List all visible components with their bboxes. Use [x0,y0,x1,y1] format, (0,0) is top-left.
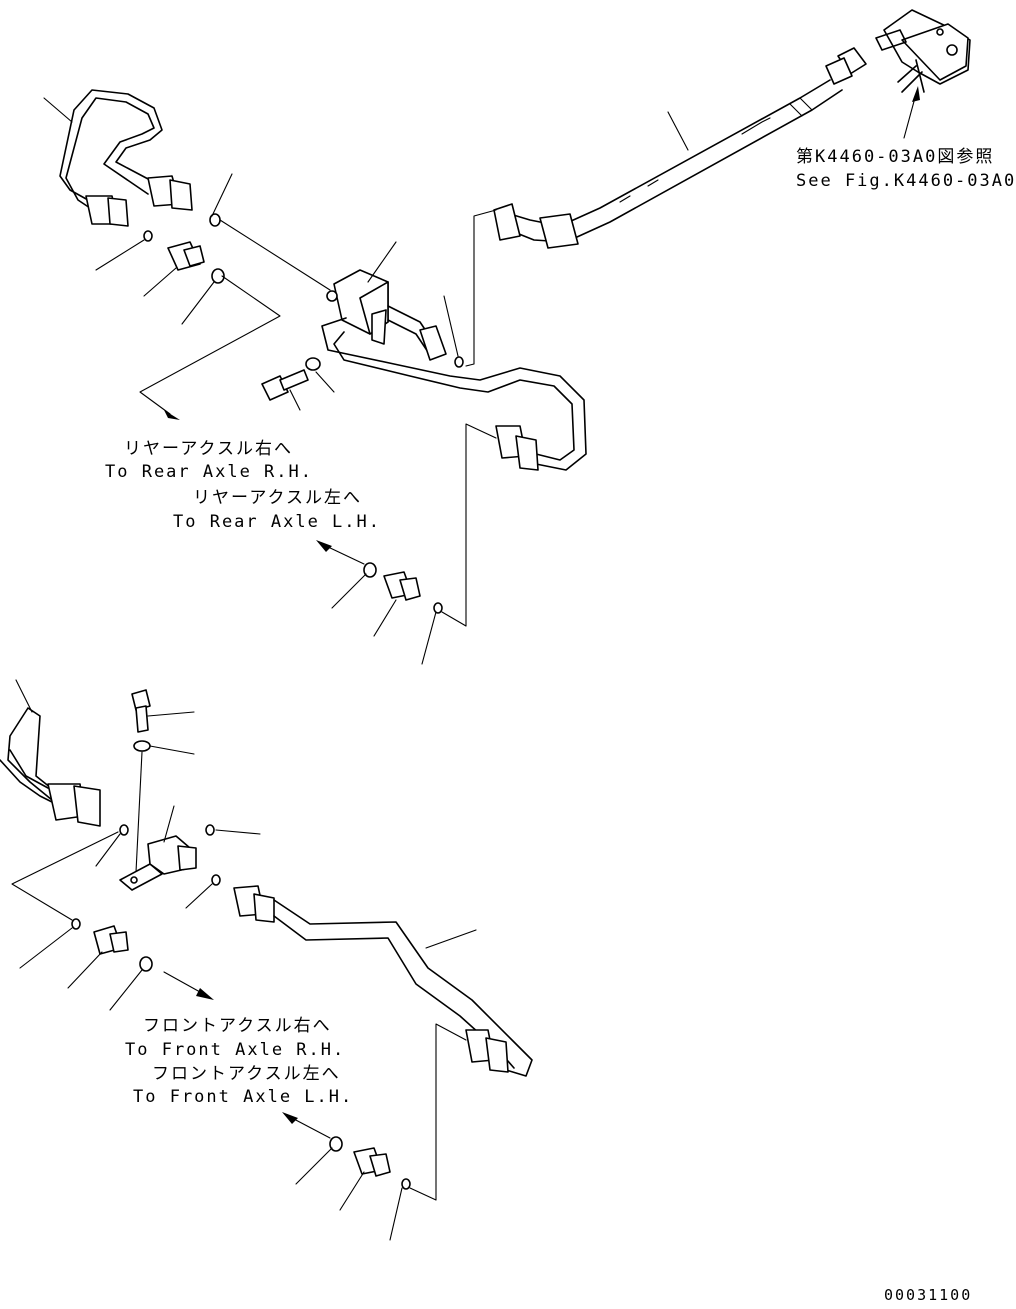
front-axle-rh-label-en: To Front Axle R.H. [125,1040,346,1060]
connection-line [409,1023,467,1201]
leader-line [215,829,261,835]
connection-line [291,1117,331,1139]
o-ring [143,230,153,242]
leader-line [443,295,459,357]
rear-tube-loop [59,89,193,227]
o-ring [454,356,464,368]
washer [133,740,151,752]
adapter-fitting [167,241,205,271]
arrowhead [164,410,180,420]
o-ring [433,602,443,614]
connection-line [139,275,281,415]
rear-tube-right [321,317,587,471]
drawing-number: 00031100 [884,1286,973,1304]
leader-line [95,833,121,867]
tee-block [119,835,197,891]
leader-line [339,1171,365,1211]
front-axle-lh-label-en: To Front Axle L.H. [133,1087,354,1107]
connection-line [11,831,119,921]
o-ring [329,1136,343,1152]
connection-line [163,971,201,993]
leader-line [211,173,233,217]
front-tube-right [233,885,533,1077]
leader-line [19,927,73,969]
leader-line [143,267,177,297]
o-ring [71,918,81,930]
adapter-fitting [353,1147,391,1177]
manifold-block [326,269,447,361]
leader-line [331,573,367,609]
connection-line [465,209,497,367]
leader-line [147,711,195,717]
connection-line [135,751,143,873]
o-ring [211,268,225,284]
leader-line [389,1187,403,1241]
leader-line [163,805,175,843]
leader-line [367,241,397,283]
o-ring [205,824,215,836]
arrowhead [196,988,214,1000]
arrowhead [316,540,332,552]
washer [305,357,321,371]
o-ring [401,1178,411,1190]
leader-line [373,599,397,637]
leader-line [185,883,213,909]
leader-line [15,679,33,713]
leader-line [109,969,143,1011]
leader-line [425,929,477,949]
reference-figure-label-en: See Fig.K4460-03A0 [796,171,1016,191]
bolt [261,369,309,401]
valve-bracket [875,9,971,93]
o-ring [119,824,129,836]
leader-line [289,389,301,411]
arrowhead [282,1112,298,1124]
leader-line [667,111,689,151]
rear-axle-rh-label-jp: リヤーアクスル右へ [124,439,293,459]
leader-line [149,745,195,755]
reference-arrowhead [912,86,920,102]
o-ring [363,562,377,578]
reference-figure-label-jp: 第K4460-03A0図参照 [796,147,995,167]
leader-line [95,239,145,271]
front-axle-lh-label-jp: フロントアクスル左へ [152,1064,341,1084]
o-ring [211,874,221,886]
leader-line [43,97,73,123]
long-hose-assembly [493,47,867,249]
adapter-fitting [383,571,421,601]
leader-line [67,951,103,989]
rear-axle-rh-label-en: To Rear Axle R.H. [105,462,313,482]
adapter-fitting [93,925,129,955]
leader-line [295,1147,333,1185]
leader-line [315,371,335,393]
rear-axle-lh-label-jp: リヤーアクスル左へ [193,488,362,508]
leader-line [421,611,437,665]
bolt [131,689,151,733]
connection-line [325,545,365,565]
connection-line [219,219,331,291]
front-tube-loop [0,707,101,827]
leader-line [181,281,215,325]
front-axle-rh-label-jp: フロントアクスル右へ [143,1016,332,1036]
o-ring [139,956,153,972]
connection-line [441,423,497,627]
rear-axle-lh-label-en: To Rear Axle L.H. [173,512,381,532]
